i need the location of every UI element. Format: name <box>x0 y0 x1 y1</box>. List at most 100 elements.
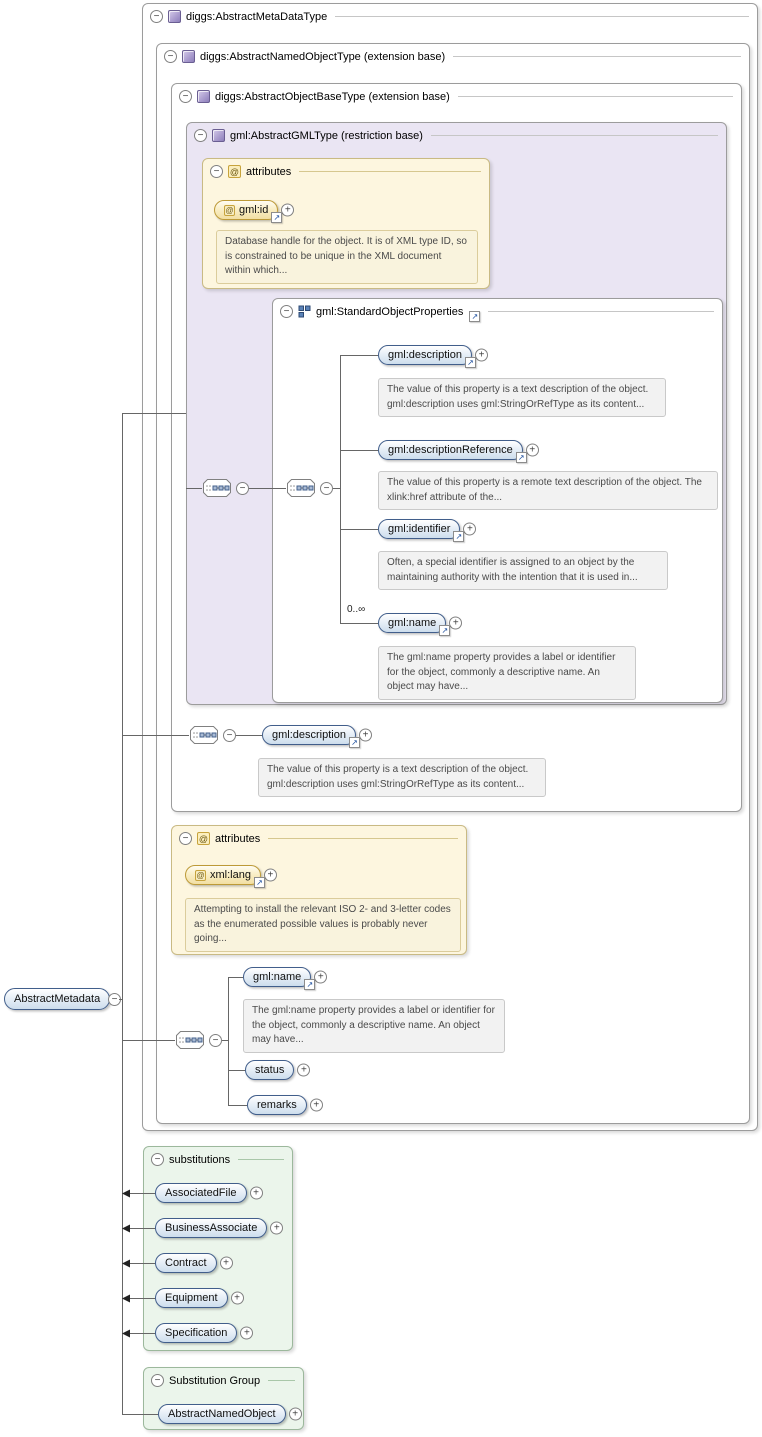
expand-icon[interactable]: + <box>288 1407 302 1421</box>
annotation-gml-description: The value of this property is a text des… <box>378 378 666 417</box>
element-gml-description-base[interactable]: gml:description + ↗ <box>262 725 372 748</box>
element-label: Equipment <box>165 1292 218 1304</box>
model-group-icon <box>298 305 311 318</box>
element-label: BusinessAssociate <box>165 1222 258 1234</box>
collapse-icon[interactable]: − <box>320 482 333 495</box>
goto-definition-icon[interactable]: ↗ <box>253 877 265 888</box>
expand-icon[interactable]: + <box>230 1291 244 1305</box>
attribute-gml-id[interactable]: @ gml:id + ↗ <box>214 200 295 223</box>
attribute-icon: @ <box>195 869 206 881</box>
header-rule <box>457 96 733 97</box>
expand-icon[interactable]: + <box>463 522 477 536</box>
collapse-icon[interactable]: − <box>108 993 121 1006</box>
collapse-icon[interactable]: − <box>236 482 249 495</box>
goto-definition-icon[interactable]: ↗ <box>515 452 527 463</box>
collapse-icon[interactable]: − <box>151 1374 164 1387</box>
element-label: gml:description <box>272 729 346 741</box>
expand-icon[interactable]: + <box>474 348 488 362</box>
substitutions-box-title: substitutions <box>169 1153 231 1166</box>
goto-definition-icon[interactable]: ↗ <box>348 737 360 748</box>
collapse-icon[interactable]: − <box>150 10 163 23</box>
collapse-icon[interactable]: − <box>194 129 207 142</box>
substitutions-box: − substitutions <box>143 1146 293 1351</box>
element-label: gml:descriptionReference <box>388 444 513 456</box>
substitutions-box-header: − substitutions <box>151 1153 284 1166</box>
annotation-gml-identifier: Often, a special identifier is assigned … <box>378 551 668 590</box>
element-label: gml:name <box>253 971 302 983</box>
element-gml-description[interactable]: gml:description + ↗ <box>378 345 488 368</box>
expand-icon[interactable]: + <box>525 443 539 457</box>
header-rule <box>453 56 741 57</box>
expand-icon[interactable]: + <box>263 868 277 882</box>
group-name: gml:StandardObjectProperties <box>316 305 464 318</box>
annotation-gml-name-meta: The gml:name property provides a label o… <box>243 999 505 1053</box>
element-gml-identifier[interactable]: gml:identifier + ↗ <box>378 519 477 542</box>
element-gml-description-reference[interactable]: gml:descriptionReference + ↗ <box>378 440 539 463</box>
expand-icon[interactable]: + <box>270 1221 284 1235</box>
goto-definition-icon[interactable]: ↗ <box>271 212 283 223</box>
element-abstract-metadata[interactable]: AbstractMetadata <box>4 988 111 1010</box>
sequence-compositor[interactable] <box>189 725 219 745</box>
element-label: AssociatedFile <box>165 1187 237 1199</box>
goto-definition-icon[interactable]: ↗ <box>304 979 316 990</box>
element-label: status <box>255 1064 285 1076</box>
collapse-icon[interactable]: − <box>210 165 223 178</box>
group-box-header: − gml:StandardObjectProperties ↗ <box>280 305 714 322</box>
type-box-header: − diggs:AbstractNamedObjectType (extensi… <box>164 50 741 63</box>
attribute-xml-lang[interactable]: @ xml:lang + ↗ <box>185 865 277 888</box>
attributes-box-header: − @ attributes <box>179 832 458 845</box>
collapse-icon[interactable]: − <box>151 1153 164 1166</box>
expand-icon[interactable]: + <box>297 1063 311 1077</box>
element-gml-name[interactable]: gml:name + ↗ <box>378 613 463 636</box>
type-box-header: − gml:AbstractGMLType (restriction base) <box>194 129 718 142</box>
collapse-icon[interactable]: − <box>179 832 192 845</box>
type-name: diggs:AbstractObjectBaseType (extension … <box>215 90 450 103</box>
sequence-compositor[interactable] <box>202 478 232 498</box>
attribute-group-icon: @ <box>228 165 241 178</box>
expand-icon[interactable]: + <box>249 1186 263 1200</box>
element-label: Contract <box>165 1257 207 1269</box>
header-rule <box>299 171 481 172</box>
expand-icon[interactable]: + <box>219 1256 233 1270</box>
element-abstract-named-object[interactable]: AbstractNamedObject + <box>158 1404 302 1424</box>
expand-icon[interactable]: + <box>309 1098 323 1112</box>
type-box-header: − diggs:AbstractObjectBaseType (extensio… <box>179 90 733 103</box>
annotation-xml-lang: Attempting to install the relevant ISO 2… <box>185 898 461 952</box>
attributes-box-header: − @ attributes <box>210 165 481 178</box>
complextype-icon <box>182 50 195 63</box>
header-rule <box>268 838 458 839</box>
collapse-icon[interactable]: − <box>164 50 177 63</box>
type-name: gml:AbstractGMLType (restriction base) <box>230 129 423 142</box>
element-specification[interactable]: Specification + <box>155 1323 254 1343</box>
expand-icon[interactable]: + <box>281 203 295 217</box>
expand-icon[interactable]: + <box>449 616 463 630</box>
attribute-group-icon: @ <box>197 832 210 845</box>
element-status[interactable]: status + <box>245 1060 311 1080</box>
collapse-icon[interactable]: − <box>223 729 236 742</box>
sequence-compositor[interactable] <box>286 478 316 498</box>
collapse-icon[interactable]: − <box>179 90 192 103</box>
element-equipment[interactable]: Equipment + <box>155 1288 244 1308</box>
element-gml-name-meta[interactable]: gml:name + ↗ <box>243 967 328 990</box>
expand-icon[interactable]: + <box>314 970 328 984</box>
element-business-associate[interactable]: BusinessAssociate + <box>155 1218 284 1238</box>
type-name: diggs:AbstractMetaDataType <box>186 10 328 23</box>
attributes-box-title: attributes <box>215 832 261 845</box>
collapse-icon[interactable]: − <box>209 1034 222 1047</box>
goto-definition-icon[interactable]: ↗ <box>439 625 451 636</box>
expand-icon[interactable]: + <box>358 728 372 742</box>
expand-icon[interactable]: + <box>240 1326 254 1340</box>
annotation-gml-description-reference: The value of this property is a remote t… <box>378 471 718 510</box>
element-remarks[interactable]: remarks + <box>247 1095 323 1115</box>
collapse-icon[interactable]: − <box>280 305 293 318</box>
goto-definition-icon[interactable]: ↗ <box>453 531 465 542</box>
goto-definition-icon[interactable]: ↗ <box>464 357 476 368</box>
sequence-compositor[interactable] <box>175 1030 205 1050</box>
element-associated-file[interactable]: AssociatedFile + <box>155 1183 263 1203</box>
complextype-icon <box>212 129 225 142</box>
annotation-gml-description-base: The value of this property is a text des… <box>258 758 546 797</box>
goto-definition-icon[interactable]: ↗ <box>469 311 481 322</box>
element-contract[interactable]: Contract + <box>155 1253 233 1273</box>
substitution-group-box-header: − Substitution Group <box>151 1374 295 1387</box>
